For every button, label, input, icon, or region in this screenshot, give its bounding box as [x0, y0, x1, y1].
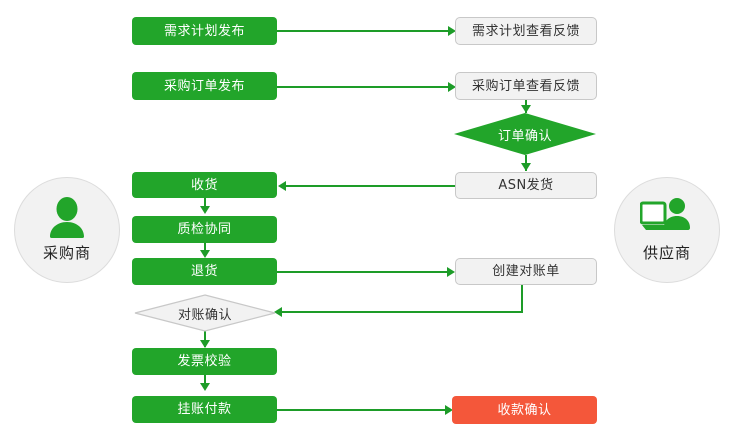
- node-return-goods[interactable]: 退货: [132, 258, 277, 285]
- edge-demand-publish-to-feedback-line: [277, 30, 450, 32]
- node-asn-ship-label: ASN发货: [498, 178, 554, 193]
- node-receive-goods[interactable]: 收货: [132, 172, 277, 198]
- edge-receive-to-qc-arrow: [200, 206, 210, 214]
- node-order-confirm-label: 订单确认: [497, 128, 552, 144]
- node-invoice-verify-label: 发票校验: [177, 354, 232, 369]
- edge-payment-to-receipt-line: [277, 409, 447, 411]
- node-po-publish-label: 采购订单发布: [163, 78, 245, 94]
- node-po-feedback[interactable]: 采购订单查看反馈: [455, 72, 597, 100]
- edge-payment-to-receipt-arrow: [445, 405, 453, 415]
- edge-qc-to-return-arrow: [200, 250, 210, 258]
- node-demand-plan-publish-label: 需求计划发布: [163, 23, 245, 39]
- node-invoice-verify[interactable]: 发票校验: [132, 348, 277, 375]
- edge-statement-to-confirm-vline: [521, 285, 523, 313]
- edge-confirm-to-asn-arrow: [521, 163, 531, 171]
- edge-asn-to-receive-arrow: [278, 181, 286, 191]
- edge-confirm-to-invoice-arrow: [200, 340, 210, 348]
- node-asn-ship[interactable]: ASN发货: [455, 172, 597, 199]
- node-po-publish[interactable]: 采购订单发布: [132, 72, 277, 100]
- edge-confirm-to-invoice-line: [204, 330, 206, 347]
- edge-invoice-to-payment-arrow: [200, 383, 210, 391]
- node-receipt-confirm[interactable]: 收款确认: [452, 396, 597, 424]
- node-po-feedback-label: 采购订单查看反馈: [471, 78, 580, 94]
- statement-confirm-diamond-shape: [134, 294, 276, 332]
- edge-statement-to-confirm-hline: [282, 311, 523, 313]
- edge-asn-to-receive-line: [286, 185, 455, 187]
- edge-po-publish-to-feedback-line: [277, 86, 450, 88]
- node-pending-payment[interactable]: 挂账付款: [132, 396, 277, 423]
- node-pending-payment-label: 挂账付款: [177, 402, 232, 417]
- edge-receive-to-qc-line: [204, 198, 206, 210]
- order-confirm-diamond-shape: [454, 113, 596, 155]
- node-create-statement-label: 创建对账单: [492, 264, 560, 279]
- node-qc-collab-label: 质检协同: [177, 222, 232, 237]
- person-icon: [44, 197, 90, 239]
- node-receive-goods-label: 收货: [190, 177, 218, 193]
- node-demand-plan-feedback-label: 需求计划查看反馈: [471, 23, 580, 39]
- node-demand-plan-feedback[interactable]: 需求计划查看反馈: [455, 17, 597, 45]
- node-qc-collab[interactable]: 质检协同: [132, 216, 277, 243]
- node-order-confirm[interactable]: 订单确认: [453, 112, 597, 156]
- edge-po-feedback-to-confirm-arrow: [521, 105, 531, 113]
- node-return-goods-label: 退货: [190, 264, 218, 279]
- actor-buyer[interactable]: 采购商: [14, 177, 120, 283]
- edge-po-publish-to-feedback-arrow: [448, 82, 456, 92]
- actor-supplier-label: 供应商: [642, 244, 691, 262]
- node-statement-confirm-label: 对账确认: [177, 307, 232, 323]
- edge-return-to-statement-line: [277, 271, 449, 273]
- edge-qc-to-return-line: [204, 243, 206, 255]
- person-computer-icon: [639, 197, 694, 239]
- node-create-statement[interactable]: 创建对账单: [455, 258, 597, 285]
- edge-invoice-to-payment-line: [204, 375, 206, 389]
- actor-buyer-label: 采购商: [42, 244, 91, 262]
- edge-return-to-statement-arrow: [447, 267, 455, 277]
- edge-demand-publish-to-feedback-arrow: [448, 26, 456, 36]
- node-receipt-confirm-label: 收款确认: [497, 402, 552, 418]
- actor-supplier[interactable]: 供应商: [614, 177, 720, 283]
- edge-statement-to-confirm-arrow: [274, 307, 282, 317]
- node-statement-confirm[interactable]: 对账确认: [134, 294, 276, 332]
- node-demand-plan-publish[interactable]: 需求计划发布: [132, 17, 277, 45]
